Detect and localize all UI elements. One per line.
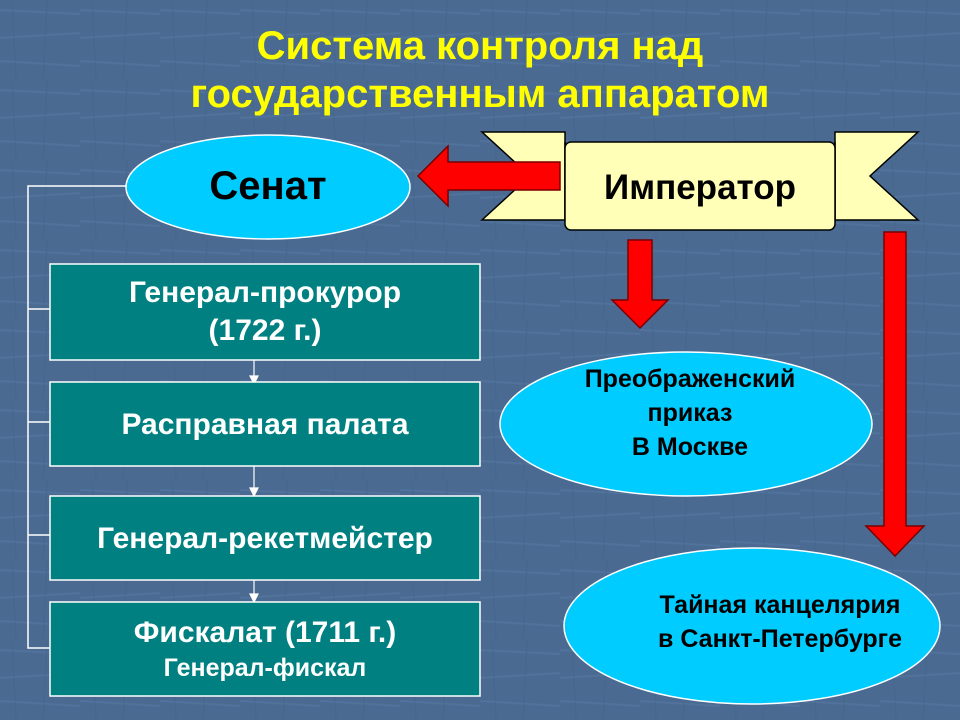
secret-chancery-line-2: в Санкт-Петербурге xyxy=(658,625,902,653)
preobrazhensky-line-2: приказ xyxy=(647,399,733,427)
preobrazhensky-line-1: Преображенский xyxy=(584,365,796,393)
senate-ellipse xyxy=(125,134,411,240)
raspravnaya-label: Расправная палата xyxy=(121,408,409,441)
preobrazhensky-label: Преображенский приказ В Москве xyxy=(520,362,860,464)
small-down-arrows xyxy=(249,360,259,604)
secret-chancery-label: Тайная канцелярия в Санкт-Петербурге xyxy=(610,588,950,656)
fiskalat-line-2: Генерал-фискал xyxy=(163,654,367,682)
emperor-scroll xyxy=(480,131,920,231)
preobrazhensky-line-3: В Москве xyxy=(631,433,749,461)
page-title: Система контроля над государственным апп… xyxy=(80,22,880,118)
secret-chancery-line-1: Тайная канцелярия xyxy=(659,591,901,619)
raspravnaya-box xyxy=(49,381,481,467)
title-line-2: государственным аппаратом xyxy=(190,72,770,116)
procurator-line-2: (1722 г.) xyxy=(208,314,322,347)
arrow-to-senate xyxy=(416,144,561,208)
fiskalat-label: Фискалат (1711 г.) Генерал-фискал xyxy=(50,614,480,684)
procurator-box xyxy=(49,263,481,361)
senate-label: Сенат xyxy=(209,164,327,208)
arrow-to-preobrazhensky xyxy=(610,239,670,330)
reketmeister-box xyxy=(49,495,481,581)
fiskalat-line-1: Фискалат (1711 г.) xyxy=(133,616,397,649)
secret-chancery-ellipse xyxy=(563,547,941,705)
arrow-to-secret-chancery xyxy=(864,231,926,558)
connector-bracket xyxy=(27,185,126,649)
procurator-label: Генерал-прокурор (1722 г.) xyxy=(50,274,480,350)
fiskalat-box xyxy=(49,601,481,697)
procurator-line-1: Генерал-прокурор xyxy=(128,276,402,309)
title-line-1: Система контроля над xyxy=(256,24,704,68)
preobrazhensky-ellipse xyxy=(499,351,873,497)
reketmeister-label: Генерал-рекетмейстер xyxy=(97,522,433,555)
emperor-label: Император xyxy=(604,168,796,207)
